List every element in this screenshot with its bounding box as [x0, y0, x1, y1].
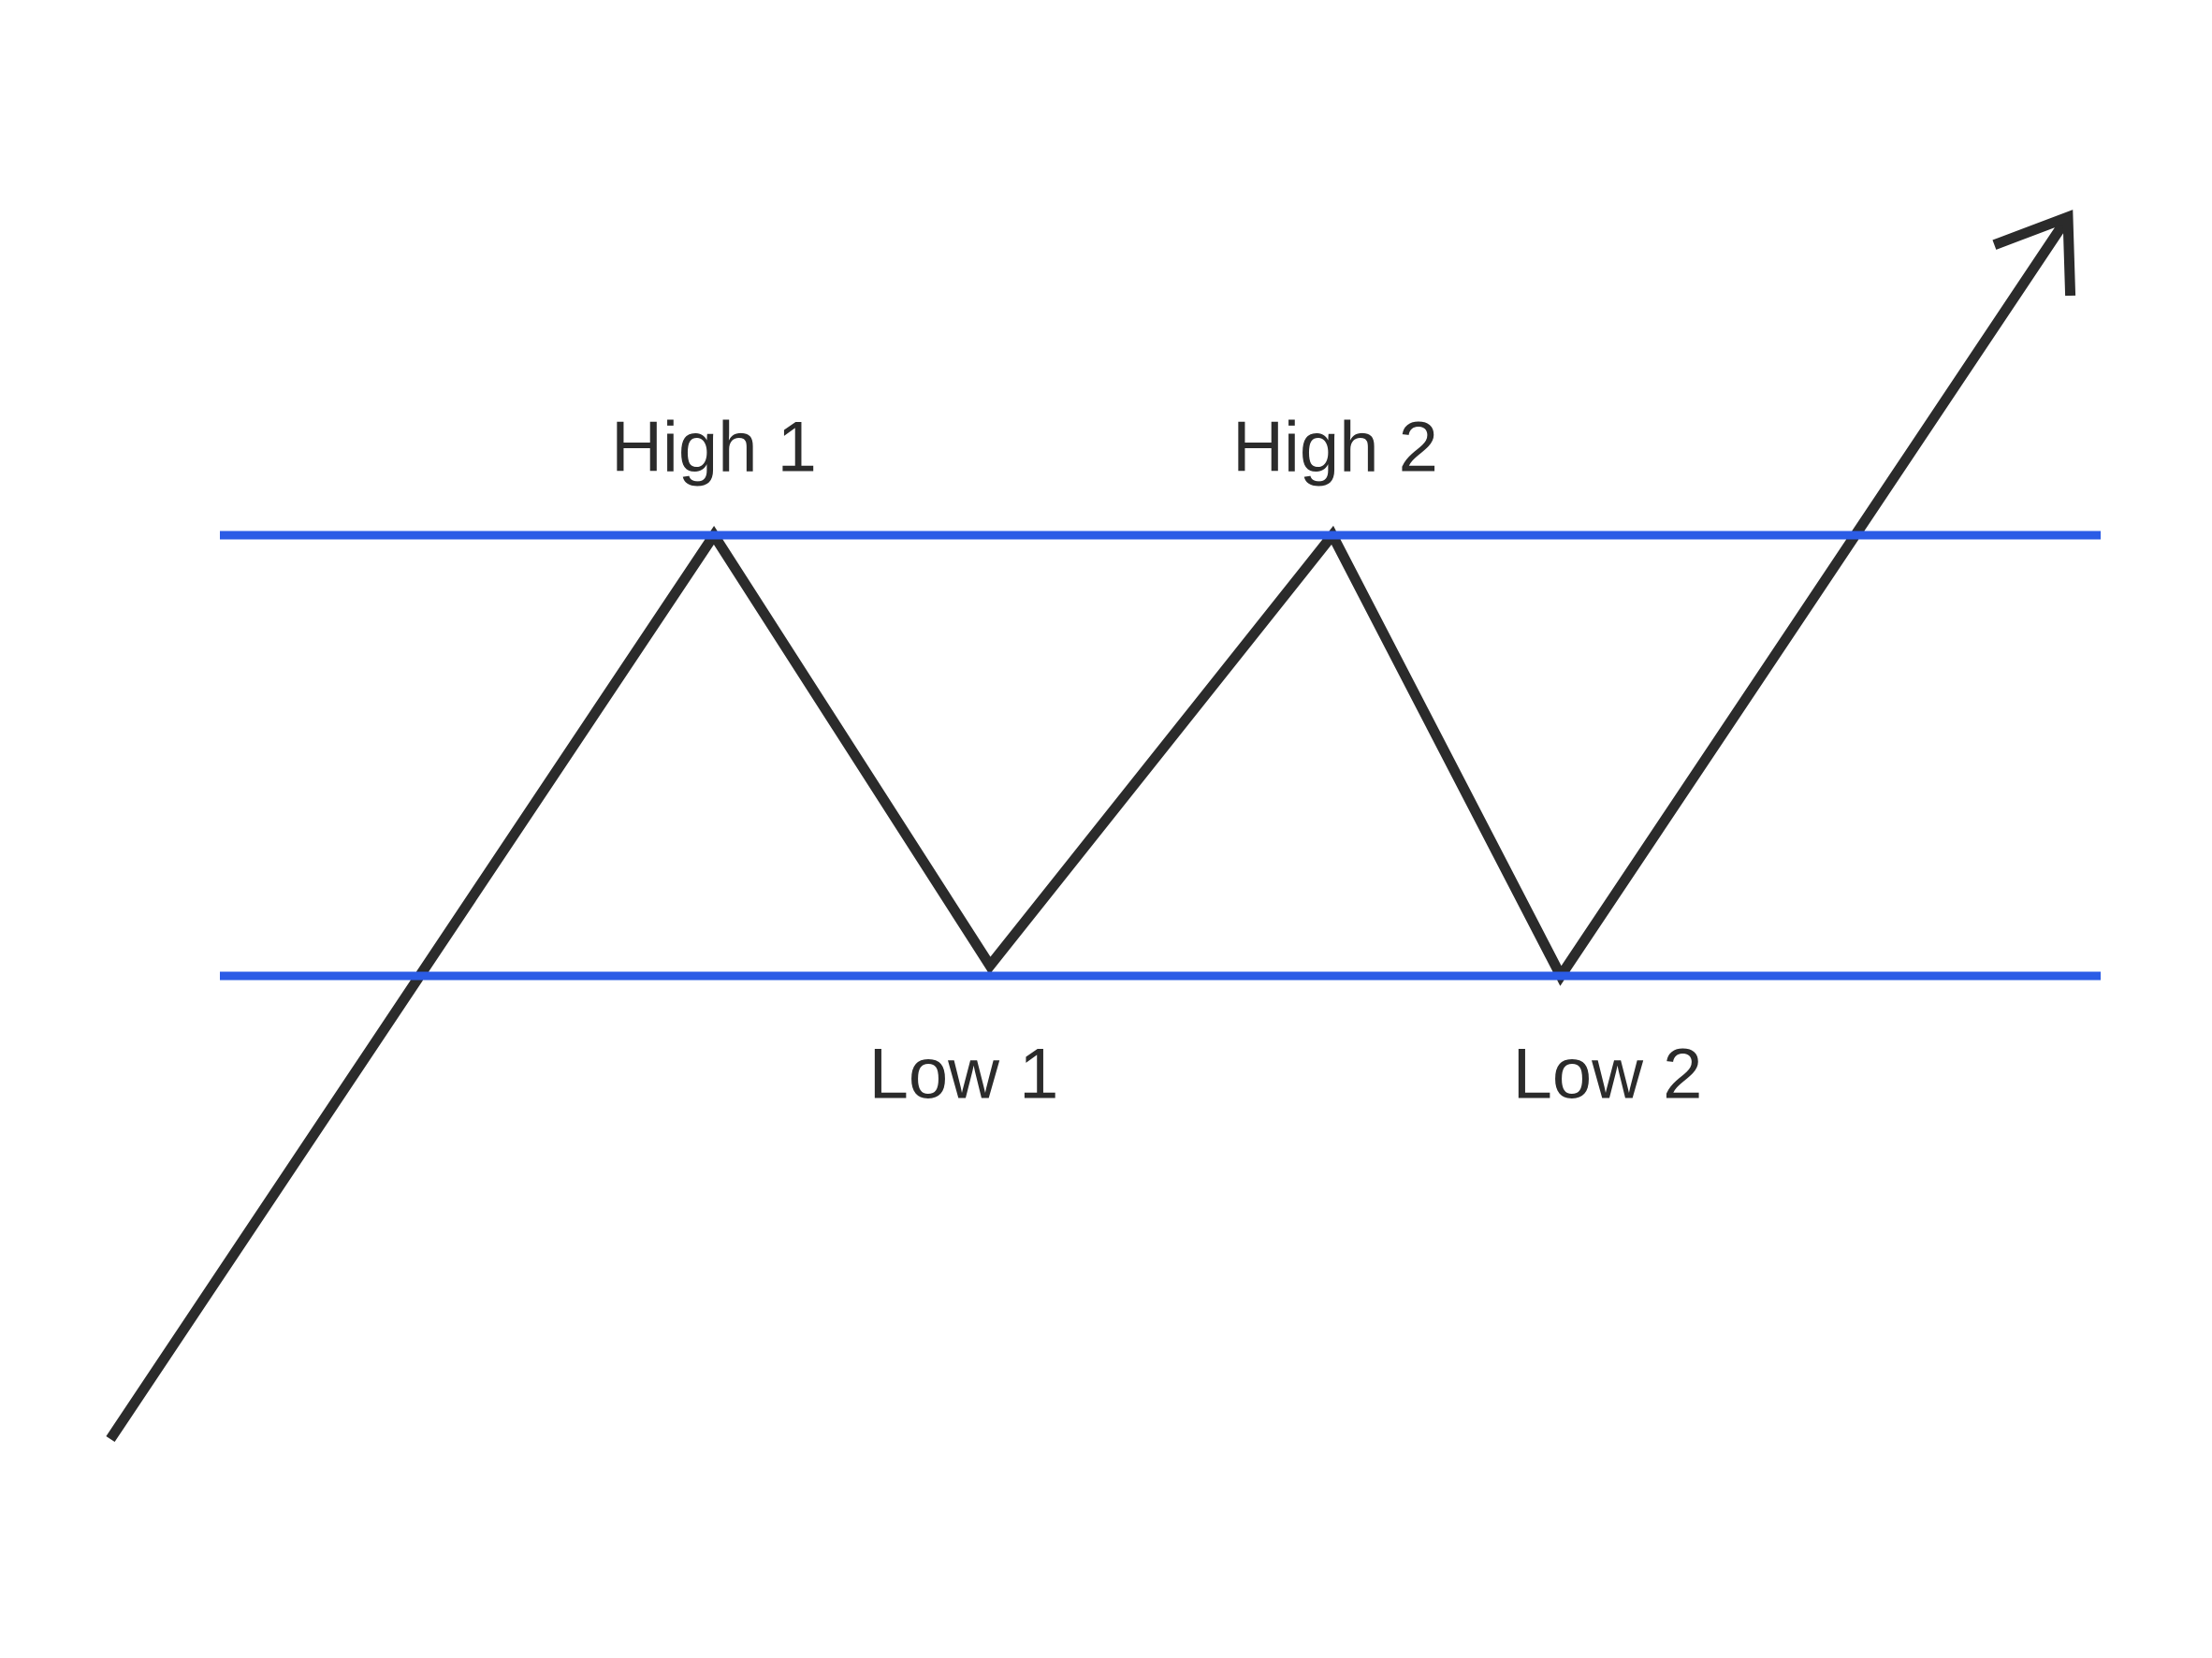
- label-low-1: Low 1: [868, 1034, 1059, 1114]
- label-low-2: Low 2: [1512, 1034, 1703, 1114]
- label-high-1: High 1: [611, 407, 817, 487]
- label-high-2: High 2: [1232, 407, 1438, 487]
- price-path-line: [106, 213, 2073, 1443]
- breakout-arrow-icon: [1992, 210, 2076, 297]
